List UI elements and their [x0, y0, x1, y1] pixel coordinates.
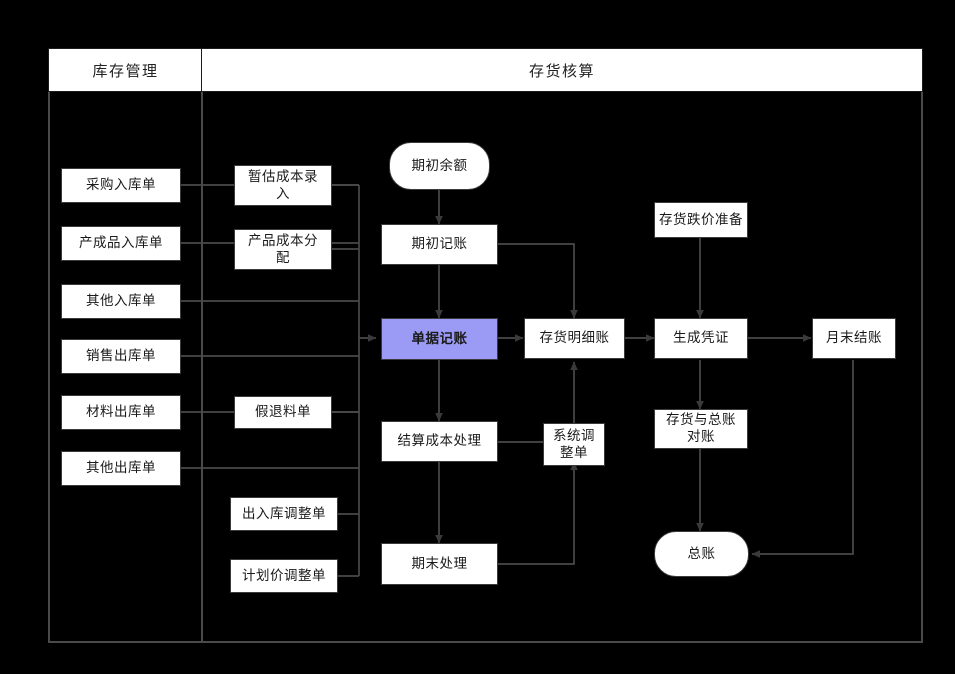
node-false-return-material-label: 假退料单	[255, 404, 311, 420]
node-material-issue[interactable]: 材料出库单	[61, 395, 181, 430]
node-estimated-cost-entry[interactable]: 暂估成本录 入	[234, 165, 332, 206]
frame-left-border	[48, 92, 50, 643]
node-system-adjust-doc[interactable]: 系统调 整单	[543, 423, 605, 466]
node-finished-goods-receipt[interactable]: 产成品入库单	[61, 226, 181, 261]
node-settle-cost-process-label: 结算成本处理	[397, 433, 482, 449]
node-document-posting-label: 单据记账	[411, 330, 468, 346]
node-document-posting[interactable]: 单据记账	[381, 318, 498, 360]
node-sales-issue-label: 销售出库单	[86, 348, 156, 364]
header-inventory-accounting-label: 存货核算	[528, 62, 595, 80]
header-inventory-management-label: 库存管理	[92, 62, 159, 80]
node-finished-goods-receipt-label: 产成品入库单	[79, 235, 163, 251]
node-opening-balance-label: 期初余额	[411, 157, 468, 173]
node-planned-price-adjust-label: 计划价调整单	[242, 567, 326, 583]
node-inventory-ledger[interactable]: 存货明细账	[524, 318, 625, 359]
node-month-end-closing-label: 月末结账	[826, 330, 882, 346]
node-sales-issue[interactable]: 销售出库单	[61, 339, 181, 374]
node-other-issue[interactable]: 其他出库单	[61, 451, 181, 486]
node-generate-voucher[interactable]: 生成凭证	[654, 318, 748, 359]
node-inventory-gl-recon-label: 存货与总账 对账	[666, 412, 736, 444]
node-product-cost-allocation[interactable]: 产品成本分 配	[234, 229, 332, 270]
node-false-return-material[interactable]: 假退料单	[234, 396, 332, 429]
node-period-end-process-label: 期末处理	[411, 555, 468, 571]
node-inout-adjust-doc[interactable]: 出入库调整单	[230, 497, 338, 531]
node-general-ledger[interactable]: 总账	[654, 531, 749, 577]
node-purchase-receipt-label: 采购入库单	[86, 177, 156, 193]
node-material-issue-label: 材料出库单	[86, 404, 156, 420]
node-planned-price-adjust[interactable]: 计划价调整单	[230, 559, 338, 593]
node-product-cost-allocation-label: 产品成本分 配	[248, 232, 318, 265]
node-purchase-receipt[interactable]: 采购入库单	[61, 168, 181, 203]
node-inventory-gl-recon[interactable]: 存货与总账 对账	[654, 409, 748, 449]
header-inventory-management: 库存管理	[48, 48, 203, 92]
header-inventory-accounting: 存货核算	[201, 48, 923, 92]
frame-right-border	[921, 92, 923, 643]
node-inventory-writedown-label: 存货跌价准备	[659, 211, 743, 227]
node-other-receipt-label: 其他入库单	[86, 293, 156, 309]
node-opening-balance[interactable]: 期初余额	[389, 142, 490, 190]
node-inout-adjust-doc-label: 出入库调整单	[242, 505, 326, 521]
node-inventory-writedown[interactable]: 存货跌价准备	[654, 202, 748, 238]
node-period-end-process[interactable]: 期末处理	[381, 543, 498, 585]
node-general-ledger-label: 总账	[687, 545, 716, 561]
frame-bottom-border	[48, 641, 923, 643]
frame-column-divider	[201, 92, 203, 643]
node-settle-cost-process[interactable]: 结算成本处理	[381, 421, 498, 462]
node-opening-posting-label: 期初记账	[411, 236, 468, 252]
node-inventory-ledger-label: 存货明细账	[539, 330, 610, 346]
node-other-issue-label: 其他出库单	[86, 460, 156, 476]
node-other-receipt[interactable]: 其他入库单	[61, 284, 181, 319]
node-generate-voucher-label: 生成凭证	[673, 330, 729, 346]
node-month-end-closing[interactable]: 月末结账	[812, 318, 896, 359]
node-system-adjust-doc-label: 系统调 整单	[553, 427, 595, 460]
node-opening-posting[interactable]: 期初记账	[381, 224, 498, 265]
node-estimated-cost-entry-label: 暂估成本录 入	[248, 168, 318, 201]
